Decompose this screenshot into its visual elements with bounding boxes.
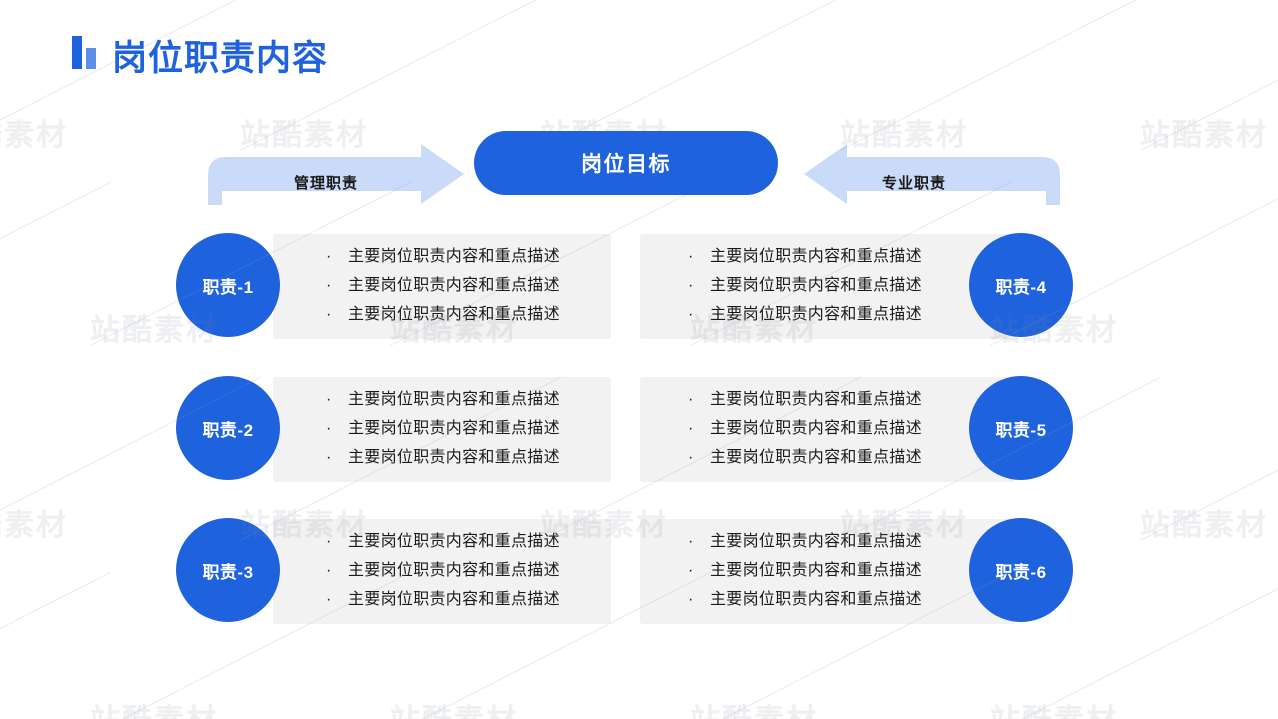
watermark-text: 站酷素材 <box>0 119 68 152</box>
list-item: · 主要岗位职责内容和重点描述 <box>688 303 922 328</box>
responsibility-row-5[interactable]: · 主要岗位职责内容和重点描述 · 主要岗位职责内容和重点描述 · 主要岗位职责… <box>640 376 1073 482</box>
management-arrow-icon <box>208 144 464 205</box>
row-bullet-list: · 主要岗位职责内容和重点描述 · 主要岗位职责内容和重点描述 · 主要岗位职责… <box>688 377 922 482</box>
goal-pill-label: 岗位目标 <box>581 153 671 176</box>
bullet-dot-icon: · <box>326 391 332 409</box>
row-bullet-list: · 主要岗位职责内容和重点描述 · 主要岗位职责内容和重点描述 · 主要岗位职责… <box>326 377 560 482</box>
responsibility-badge-1[interactable]: 职责-1 <box>176 233 280 337</box>
responsibility-badge-3[interactable]: 职责-3 <box>176 518 280 622</box>
professional-arrow-icon <box>804 144 1060 205</box>
badge-label: 职责-2 <box>202 420 254 440</box>
bullet-dot-icon: · <box>688 533 694 551</box>
watermark-text: 站酷素材 <box>1140 119 1268 152</box>
row-bullet-list: · 主要岗位职责内容和重点描述 · 主要岗位职责内容和重点描述 · 主要岗位职责… <box>688 234 922 339</box>
watermark-text: 站酷素材 <box>690 695 818 719</box>
list-item: · 主要岗位职责内容和重点描述 <box>688 588 922 613</box>
responsibility-row-6[interactable]: · 主要岗位职责内容和重点描述 · 主要岗位职责内容和重点描述 · 主要岗位职责… <box>640 518 1073 624</box>
watermark-text: 站酷素材 <box>390 695 518 719</box>
responsibility-badge-2[interactable]: 职责-2 <box>176 376 280 480</box>
list-item: · 主要岗位职责内容和重点描述 <box>326 388 560 413</box>
bullet-dot-icon: · <box>326 248 332 266</box>
watermark-text: 站酷素材 <box>990 695 1118 719</box>
row-background <box>640 377 1015 482</box>
page-title-text: 岗位职责内容 <box>112 39 329 78</box>
management-arrow-label: 管理职责 <box>294 175 359 192</box>
responsibility-row-2[interactable]: · 主要岗位职责内容和重点描述 · 主要岗位职责内容和重点描述 · 主要岗位职责… <box>176 376 611 482</box>
list-item: · 主要岗位职责内容和重点描述 <box>326 274 560 299</box>
list-item: · 主要岗位职责内容和重点描述 <box>688 417 922 442</box>
responsibility-badge-4[interactable]: 职责-4 <box>969 233 1073 337</box>
list-item: · 主要岗位职责内容和重点描述 <box>688 530 922 555</box>
bullet-dot-icon: · <box>326 305 332 323</box>
responsibility-row-4[interactable]: · 主要岗位职责内容和重点描述 · 主要岗位职责内容和重点描述 · 主要岗位职责… <box>640 233 1073 339</box>
bullet-dot-icon: · <box>688 420 694 438</box>
list-item: · 主要岗位职责内容和重点描述 <box>688 559 922 584</box>
badge-label: 职责-6 <box>995 562 1047 582</box>
list-item: · 主要岗位职责内容和重点描述 <box>688 245 922 270</box>
bullet-dot-icon: · <box>326 562 332 580</box>
list-item: · 主要岗位职责内容和重点描述 <box>326 417 560 442</box>
watermark-line <box>0 571 112 719</box>
list-item: · 主要岗位职责内容和重点描述 <box>688 446 922 471</box>
list-item: · 主要岗位职责内容和重点描述 <box>326 303 560 328</box>
row-background <box>273 234 611 339</box>
bullet-dot-icon: · <box>326 420 332 438</box>
badge-label: 职责-4 <box>995 277 1047 297</box>
watermark-line <box>1140 0 1278 151</box>
row-background <box>640 234 1015 339</box>
bullet-dot-icon: · <box>688 277 694 295</box>
bar-chart-icon <box>72 36 96 69</box>
list-item: · 主要岗位职责内容和重点描述 <box>326 446 560 471</box>
page-title: 岗位职责内容 <box>72 36 328 76</box>
bullet-dot-icon: · <box>326 590 332 608</box>
bullet-dot-icon: · <box>688 448 694 466</box>
watermark-line <box>1140 376 1278 541</box>
watermark-text: 站酷素材 <box>90 695 218 719</box>
row-bullet-list: · 主要岗位职责内容和重点描述 · 主要岗位职责内容和重点描述 · 主要岗位职责… <box>688 519 922 624</box>
list-item: · 主要岗位职责内容和重点描述 <box>326 530 560 555</box>
row-bullet-list: · 主要岗位职责内容和重点描述 · 主要岗位职责内容和重点描述 · 主要岗位职责… <box>326 234 560 339</box>
row-bullet-list: · 主要岗位职责内容和重点描述 · 主要岗位职责内容和重点描述 · 主要岗位职责… <box>326 519 560 624</box>
bullet-dot-icon: · <box>688 590 694 608</box>
responsibility-row-3[interactable]: · 主要岗位职责内容和重点描述 · 主要岗位职责内容和重点描述 · 主要岗位职责… <box>176 518 611 624</box>
row-background <box>640 519 1015 624</box>
bullet-dot-icon: · <box>326 448 332 466</box>
badge-label: 职责-1 <box>202 277 254 297</box>
row-background <box>273 519 611 624</box>
responsibility-badge-6[interactable]: 职责-6 <box>969 518 1073 622</box>
badge-label: 职责-5 <box>995 420 1047 440</box>
list-item: · 主要岗位职责内容和重点描述 <box>688 388 922 413</box>
badge-label: 职责-3 <box>202 562 254 582</box>
list-item: · 主要岗位职责内容和重点描述 <box>326 588 560 613</box>
bullet-dot-icon: · <box>326 277 332 295</box>
bullet-dot-icon: · <box>326 533 332 551</box>
bullet-dot-icon: · <box>688 562 694 580</box>
bullet-dot-icon: · <box>688 248 694 266</box>
list-item: · 主要岗位职责内容和重点描述 <box>326 559 560 584</box>
bullet-dot-icon: · <box>688 391 694 409</box>
row-background <box>273 377 611 482</box>
list-item: · 主要岗位职责内容和重点描述 <box>326 245 560 270</box>
watermark-text: 站酷素材 <box>1140 509 1268 542</box>
watermark-line <box>840 0 1162 151</box>
watermark-line <box>540 0 862 151</box>
list-item: · 主要岗位职责内容和重点描述 <box>688 274 922 299</box>
responsibility-row-1[interactable]: · 主要岗位职责内容和重点描述 · 主要岗位职责内容和重点描述 · 主要岗位职责… <box>176 233 611 339</box>
professional-arrow-label: 专业职责 <box>882 175 947 192</box>
watermark-text: 站酷素材 <box>0 509 68 542</box>
watermark-line <box>0 181 112 346</box>
responsibility-badge-5[interactable]: 职责-5 <box>969 376 1073 480</box>
bullet-dot-icon: · <box>688 305 694 323</box>
goal-pill[interactable]: 岗位目标 <box>474 131 778 195</box>
